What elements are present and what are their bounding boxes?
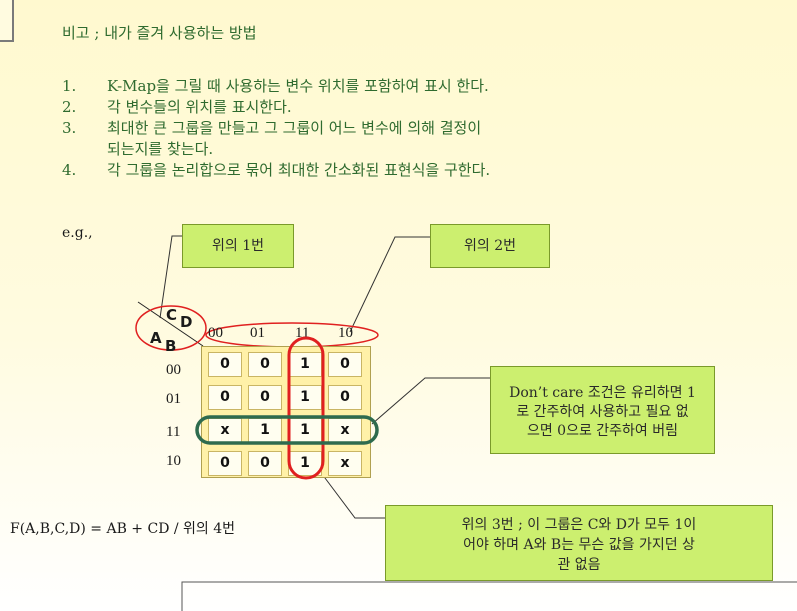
callout-step2: 위의 2번 [430, 224, 550, 268]
step-text: 각 변수들의 위치를 표시한다. [107, 98, 292, 116]
col-label: 01 [250, 325, 265, 341]
leader-line-step1 [159, 235, 182, 319]
kmap-cell: 0 [328, 385, 362, 410]
row-label: 11 [166, 424, 181, 440]
step-text: K-Map을 그릴 때 사용하는 변수 위치를 포함하여 표시 한다. [107, 77, 489, 95]
bottom-frame [181, 581, 797, 611]
kmap-cell: 0 [208, 385, 242, 410]
callout-line: 어야 하며 A와 B는 무슨 값을 가지던 상 [463, 537, 695, 553]
step-number: 3. [62, 119, 77, 137]
leader-line-step3 [321, 473, 385, 519]
callout-line: 로 간주하여 사용하고 필요 없 [516, 404, 689, 420]
callout-line: Don’t care 조건은 유리하면 1 [509, 385, 696, 401]
slide-frame-corner [0, 0, 14, 42]
col-label: 11 [295, 325, 310, 341]
kmap-cell: 0 [248, 352, 282, 377]
step-text: 각 그룹을 논리합으로 묶어 최대한 간소화된 표현식을 구한다. [107, 161, 491, 179]
leader-line-dontcare [371, 377, 490, 425]
kmap-cell: 1 [288, 451, 322, 476]
var-d: D [180, 313, 193, 331]
row-label: 10 [166, 453, 181, 469]
callout-line: 으면 0으로 간주하여 버림 [526, 423, 679, 439]
col-label: 10 [338, 325, 353, 341]
kmap-grid: 0 0 1 0 0 0 1 0 x 1 1 x 0 0 1 x [201, 346, 371, 478]
kmap-cell: 1 [248, 418, 282, 443]
leader-line-step2 [349, 236, 430, 333]
row-label: 01 [166, 391, 181, 407]
row-label: 00 [166, 362, 181, 378]
kmap-cell: 1 [288, 385, 322, 410]
var-c: C [166, 306, 178, 324]
kmap-cell: x [328, 451, 362, 476]
step-number: 2. [62, 98, 77, 116]
var-b: B [165, 337, 177, 355]
callout-dontcare: Don’t care 조건은 유리하면 1 로 간주하여 사용하고 필요 없 으… [490, 366, 715, 454]
step-number: 1. [62, 77, 77, 95]
kmap-cell: 0 [208, 352, 242, 377]
kmap-cell: 1 [288, 352, 322, 377]
result-formula: F(A,B,C,D) = AB + CD / 위의 4번 [10, 521, 236, 537]
callout-step3: 위의 3번 ; 이 그룹은 C와 D가 모두 1이 어야 하며 A와 B는 무슨… [385, 505, 773, 581]
kmap-cell: 0 [248, 385, 282, 410]
kmap-cell: 1 [288, 418, 322, 443]
example-label: e.g., [62, 225, 93, 241]
callout-line: 관 없음 [557, 557, 601, 573]
callout-step1: 위의 1번 [182, 224, 294, 268]
kmap-cell: 0 [328, 352, 362, 377]
step-text: 최대한 큰 그룹을 만들고 그 그룹이 어느 변수에 의해 결정이 [107, 119, 482, 137]
header-diagonal [137, 301, 204, 347]
kmap-cell: 0 [208, 451, 242, 476]
col-label: 00 [208, 325, 223, 341]
callout-line: 위의 3번 ; 이 그룹은 C와 D가 모두 1이 [461, 517, 697, 533]
var-a: A [150, 329, 162, 347]
kmap-cell: 0 [248, 451, 282, 476]
step-number: 4. [62, 161, 77, 179]
step-text: 되는지를 찾는다. [107, 140, 214, 158]
variable-oval [135, 305, 207, 351]
kmap-cell: x [208, 418, 242, 443]
heading: 비고 ; 내가 즐겨 사용하는 방법 [62, 24, 257, 42]
kmap-cell: x [328, 418, 362, 443]
